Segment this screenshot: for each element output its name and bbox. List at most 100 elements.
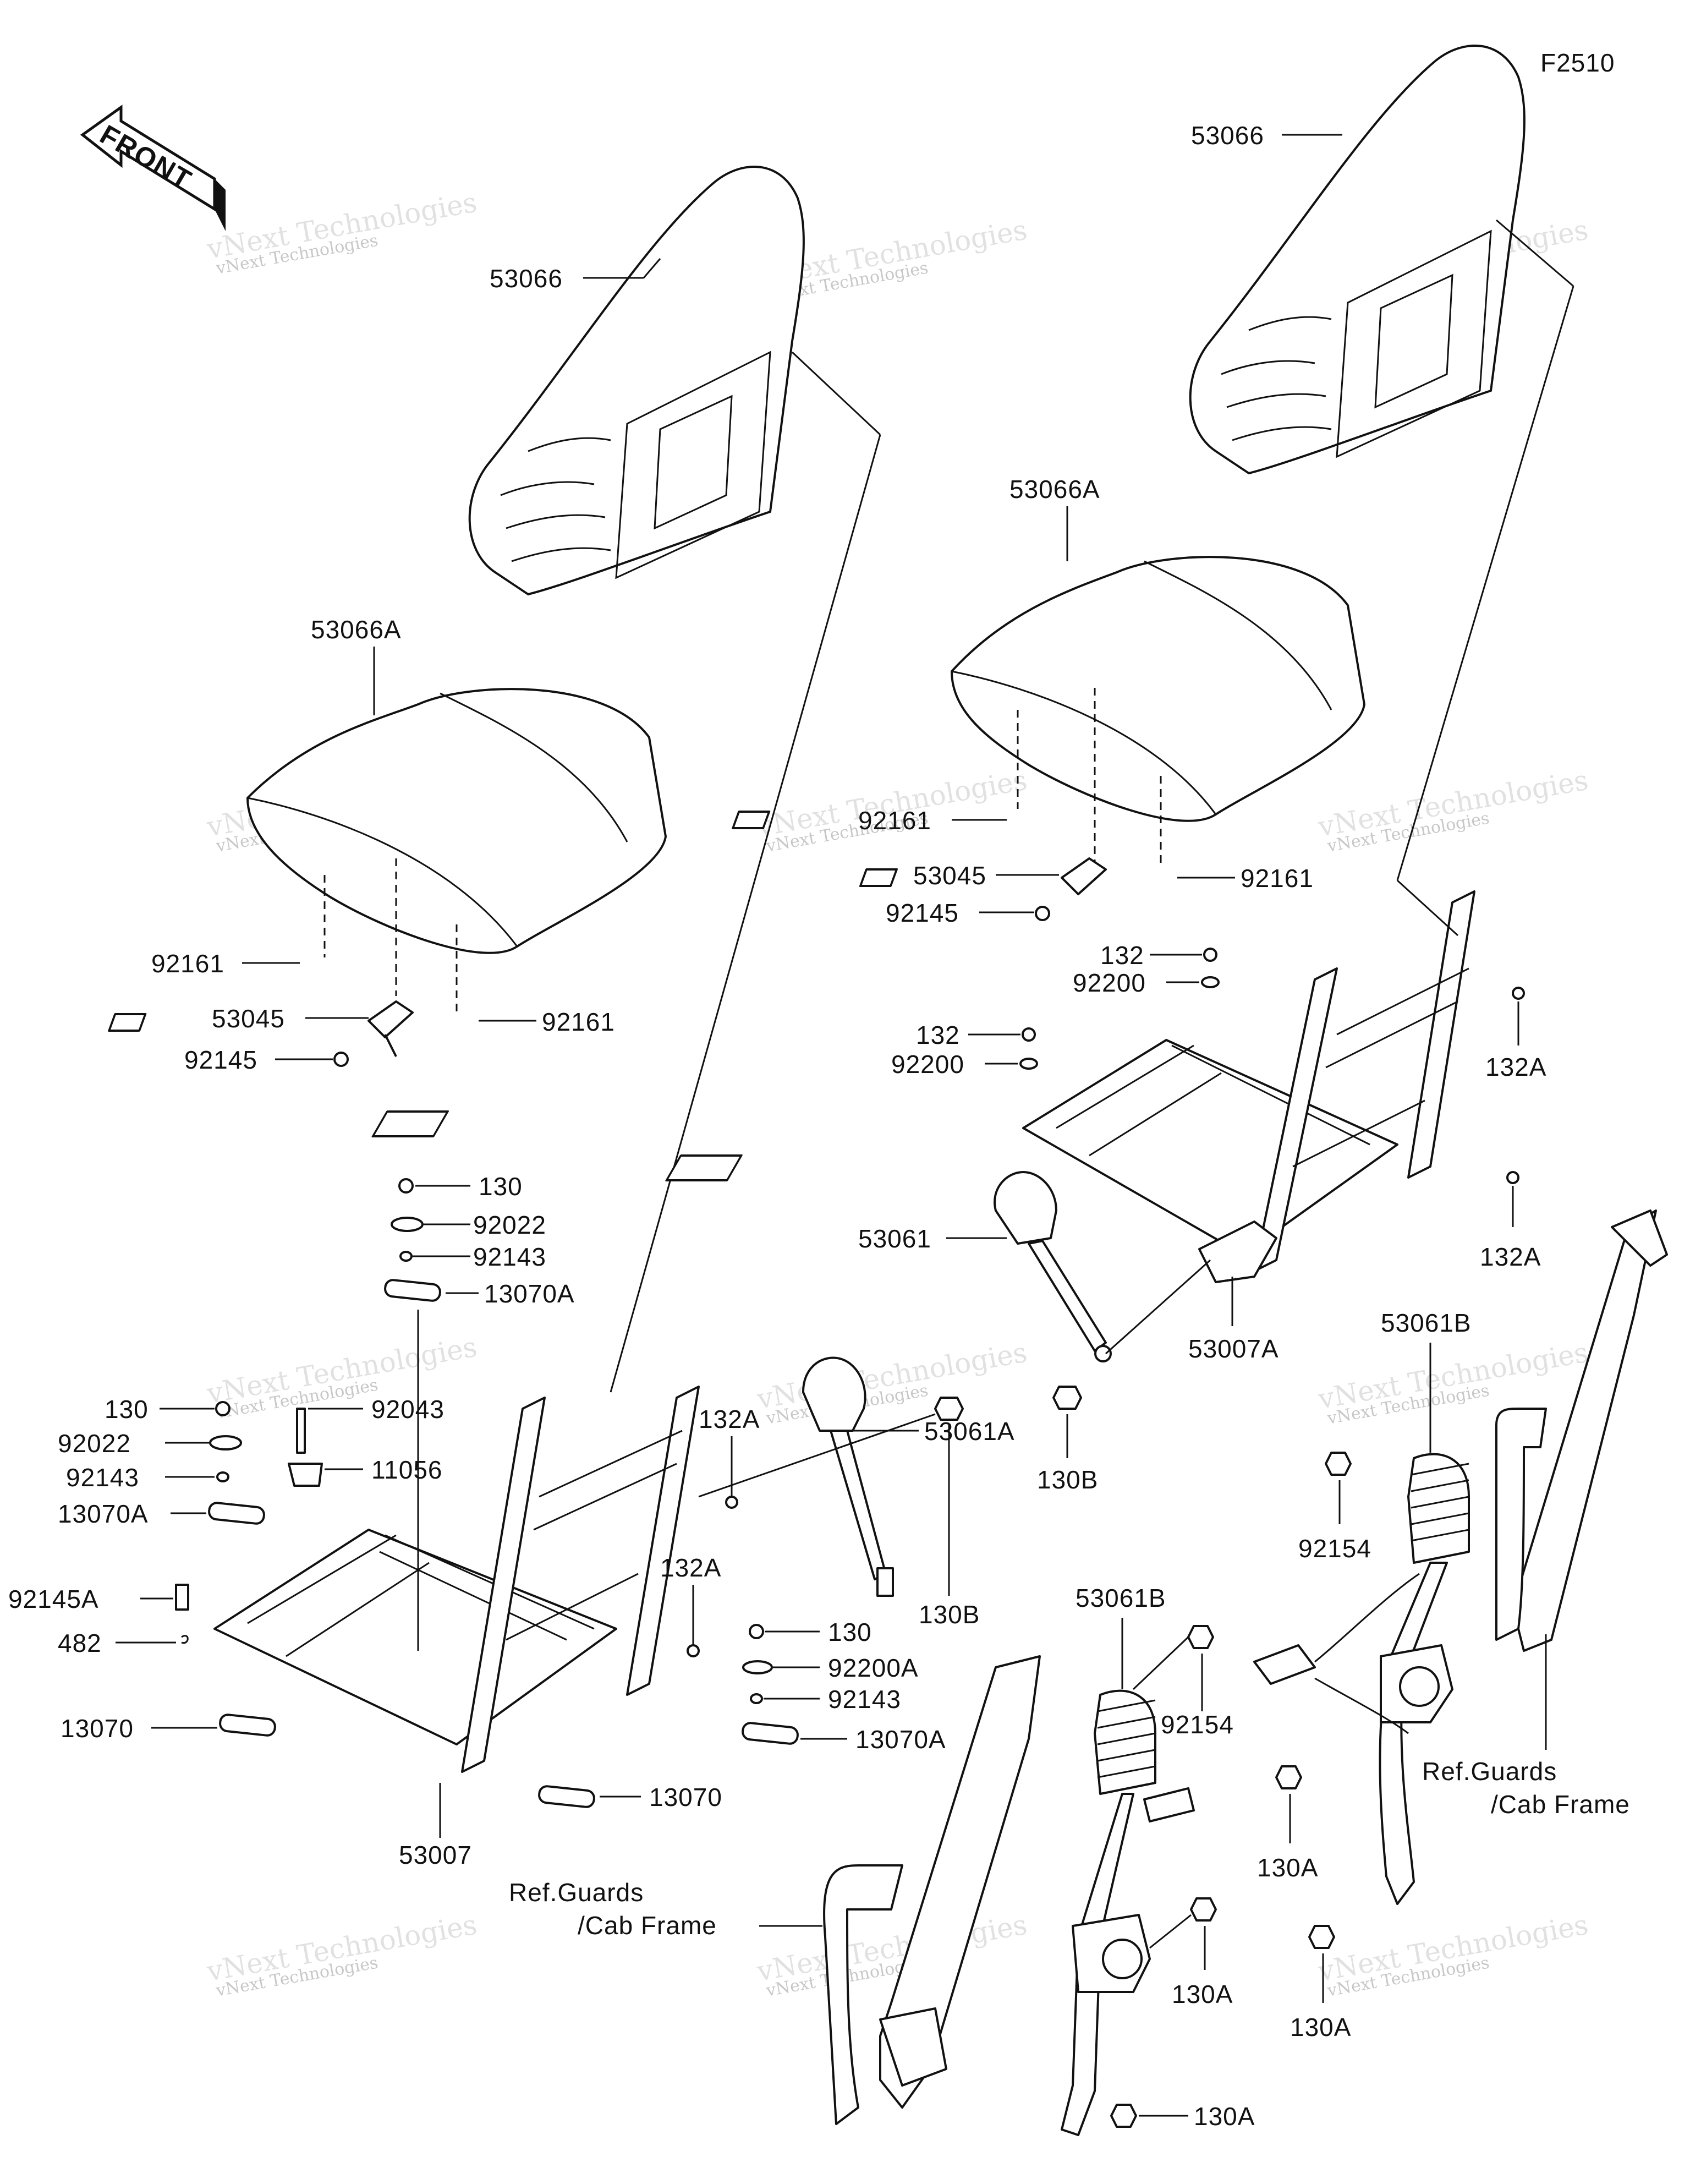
seatbelt-right-retractor-spool [1399,1666,1440,1707]
part-132a-upper [725,1496,738,1509]
left-seat-cushion [246,688,667,1012]
part-label-132a-upper: 132A [699,1405,760,1433]
relation-line-53061 [1105,1259,1211,1355]
part-130a-left-lower [1110,2104,1137,2128]
left-seat-cushion-body [246,688,667,954]
right-frame-hardware [1019,948,1525,1184]
buckle-53061-stem [1028,1240,1107,1352]
left-seat-back-shell [468,166,805,595]
part-label-92145a: 92145A [8,1585,99,1613]
left-frame-upright-1 [461,1397,546,1773]
buckle-53061a-body [802,1356,866,1432]
right-frame-upright-2 [1407,890,1475,1179]
part-label-13070-left: 13070 [61,1714,134,1743]
seatbelt-left-pillar [879,1655,1041,2109]
part-92161-left-b [108,1013,147,1032]
left-seat-back [468,166,805,595]
left-seat-back-cushion-ribs [500,437,611,562]
part-label-92161-left-a: 92161 [151,949,224,978]
part-label-132-lower: 132 [916,1021,960,1049]
part-label-53045-right: 53045 [913,861,986,890]
part-92143-top [399,1251,413,1262]
part-13070-left [219,1714,276,1737]
seatbelt-left-retractor-spool [1102,1939,1143,1979]
watermark: vNext Technologies vNext Technologies [754,1336,1029,1428]
part-92161-right-a [732,811,771,829]
part-482 [181,1635,189,1644]
center-hardware [742,1624,799,1745]
buckle-53061a [802,1356,894,1597]
part-label-92154-left: 92154 [1161,1710,1234,1739]
front-arrow: FRONT [80,105,226,231]
part-13070a-top [384,1279,441,1302]
part-label-482: 482 [58,1629,102,1657]
part-label-13070a-left: 13070A [58,1499,149,1528]
part-132-lower [1022,1027,1036,1042]
buckle-53061-body [994,1171,1057,1245]
seatbelt-left [823,1655,1195,2136]
left-frame-rails [247,1534,595,1657]
part-label-53007a: 53007A [1188,1334,1279,1363]
seatbelt-right-retractor-cover [1407,1453,1470,1564]
part-label-92043: 92043 [371,1395,445,1424]
right-frame-crossbar [1292,967,1469,1168]
seatbelt-right [1253,1209,1668,1905]
part-13070a-center [742,1722,799,1745]
right-frame-rails [1056,1044,1370,1157]
left-seat-cushion-seam [247,692,628,947]
seatbelt-left-anchor [1143,1787,1195,1822]
part-label-92143-center: 92143 [828,1685,901,1714]
seatbelt-right-strap [1379,1562,1448,1905]
seatbelt-right-tongue [1253,1644,1316,1685]
left-frame-upright-2 [626,1386,700,1696]
relation-line-right-back-2 [1396,286,1574,881]
part-92161-right-b [859,868,898,887]
part-92143-left [216,1471,229,1482]
relation-line-frame-right [1396,879,1459,937]
left-seat-back-frame [615,351,771,579]
part-130-top [398,1178,414,1194]
part-label-53066a-left: 53066A [311,615,402,644]
ref-guards-right-line1: Ref.Guards [1422,1757,1557,1786]
part-label-132a-right-lower: 132A [1480,1242,1541,1271]
part-label-130a-left-upper: 130A [1172,1980,1233,2008]
figure-id: F2510 [1540,48,1615,77]
left-frame-crossbar-mid [506,1573,639,1641]
part-label-132-upper: 132 [1100,941,1144,970]
relation-line-130a-left-upper [1149,1914,1192,1949]
part-label-53007: 53007 [399,1841,472,1869]
part-label-130a-left-lower: 130A [1194,2102,1255,2131]
part-label-53061b-right: 53061B [1381,1309,1472,1337]
part-label-11056: 11056 [371,1455,443,1484]
part-label-92145-left: 92145 [184,1046,257,1074]
right-seat-cushion-seam [951,560,1332,815]
right-frame-upright-1 [1253,967,1338,1272]
seatbelt-right-bracket-top [1611,1209,1668,1267]
part-label-92022-left: 92022 [58,1429,131,1458]
right-frame-base [1022,1039,1398,1256]
left-frame-crossbar-top [533,1430,683,1531]
part-label-92161-right-a: 92161 [858,806,931,835]
part-label-130a-right-upper: 130A [1257,1853,1318,1882]
part-92145-left [333,1052,349,1067]
part-130b-right [1052,1386,1082,1410]
relation-line-92154-left [1132,1636,1189,1690]
seatbelt-right-guard [1495,1408,1547,1641]
part-label-92161-left-b: 92161 [542,1008,615,1036]
part-130b-left [934,1397,964,1421]
part-label-13070a-center: 13070A [855,1725,946,1754]
watermark: vNext Technologies vNext Technologies [754,1908,1029,2000]
part-130a-left-upper [1190,1897,1217,1922]
part-label-130-center: 130 [828,1618,872,1646]
part-label-13070a-top: 13070A [484,1279,575,1308]
part-label-53061: 53061 [858,1224,931,1253]
part-132a-right-upper [1512,987,1525,1000]
part-label-53061a: 53061A [924,1417,1015,1446]
part-92022-left [209,1435,242,1450]
part-132-upper [1203,948,1217,962]
part-label-130-left: 130 [105,1395,149,1424]
right-seat-back-shell [1189,45,1526,474]
part-53045-left [367,1000,414,1057]
watermark: vNext Technologies vNext Technologies [1315,1336,1590,1428]
